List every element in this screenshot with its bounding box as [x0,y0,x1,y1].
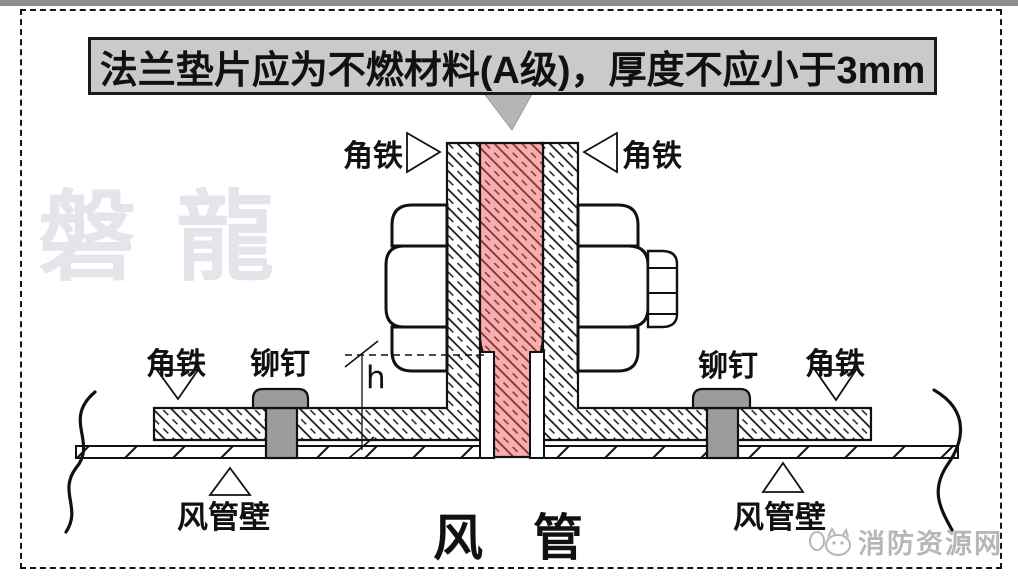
angle-iron-pointer-top-left [406,131,442,174]
label-angle-iron-bottom-right: 角铁 [805,348,865,381]
label-angle-iron-bottom-left: 角铁 [146,348,206,381]
duct-wall-pointer-right [761,461,805,493]
bolt-end [646,249,679,329]
label-duct-wall-left: 风管壁 [177,500,270,535]
rivet-right [691,387,752,460]
hex-nut-right [576,203,650,373]
break-lines [64,388,963,534]
banner-callout-pointer [481,91,534,131]
top-gray-bar [0,0,1018,6]
angle-iron-pointer-bottom-right [813,369,858,402]
label-angle-iron-top-left: 角铁 [343,140,403,173]
pointer-triangles [155,131,858,496]
watermark-text: 磐龍 [38,182,315,292]
label-height-dim: h [366,360,386,396]
duct-wall-folds [479,351,545,459]
duct-title: 风 管 [433,510,583,566]
duct-wall-pointer-left [208,466,252,496]
label-angle-iron-top-right: 角铁 [622,140,682,173]
banner-note: 法兰垫片应为不燃材料(A级)，厚度不应小于3mm [88,37,937,95]
angle-iron-pointer-bottom-left [155,369,200,401]
rivet-left [251,387,310,460]
cat-mascot-icon [809,526,851,556]
h-dimension [344,340,486,459]
site-logo-text: 消防资源网 [858,529,1003,559]
label-rivet-left: 铆钉 [250,348,310,381]
label-rivet-right: 铆钉 [698,350,758,383]
hex-nut-left [384,203,449,373]
angle-iron-pointer-top-right [582,131,618,174]
site-logo: 消防资源网 [808,522,1003,561]
label-duct-wall-right: 风管壁 [733,500,826,535]
dashed-border [20,9,1002,569]
